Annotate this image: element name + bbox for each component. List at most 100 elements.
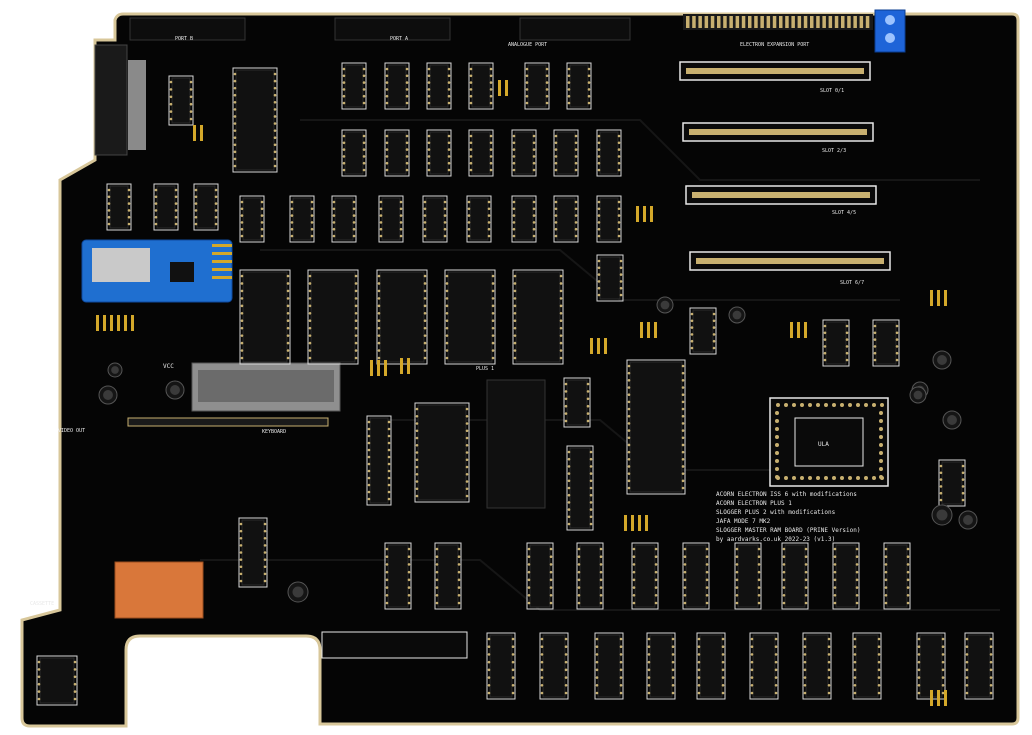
port-b-connector: PORT B — [129, 17, 246, 42]
ic-chip — [689, 307, 717, 355]
ic-chip — [781, 542, 809, 610]
keyboard-connector: KEYBOARD VCC — [127, 362, 341, 435]
ic-chip — [378, 195, 404, 243]
svg-text:SLOT 0/1: SLOT 0/1 — [820, 88, 844, 94]
ic-chip — [822, 319, 850, 367]
slot-4-5: SLOT 4/5 — [685, 185, 877, 216]
electrolytic-capacitor — [165, 380, 185, 400]
electrolytic-capacitor — [931, 504, 953, 526]
electrolytic-capacitor — [958, 510, 978, 530]
ic-chip — [682, 542, 710, 610]
power-terminal-block — [874, 9, 906, 53]
electrolytic-capacitor — [98, 385, 118, 405]
ic-chip — [596, 129, 622, 177]
ic-chip — [749, 632, 779, 700]
ic-chip — [426, 62, 452, 110]
ic-chip — [341, 129, 367, 177]
ic-chip — [883, 542, 911, 610]
ic-chip — [964, 632, 994, 700]
svg-text:PORT A: PORT A — [390, 36, 408, 42]
ic-chip — [486, 632, 516, 700]
ic-chip — [566, 62, 592, 110]
ic-chip — [566, 445, 594, 531]
svg-text:ACORN ELECTRON ISS 6 with modi: ACORN ELECTRON ISS 6 with modifications — [716, 491, 857, 498]
svg-text:ELECTRON EXPANSION PORT: ELECTRON EXPANSION PORT — [740, 42, 809, 48]
ic-chip — [238, 517, 268, 588]
ic-chip — [916, 632, 946, 700]
ic-chip — [341, 62, 367, 110]
svg-text:SLOGGER MASTER RAM BOARD (PRIN: SLOGGER MASTER RAM BOARD (PRINE Version) — [716, 527, 861, 534]
ic-chip — [696, 632, 726, 700]
ic-chip — [307, 269, 359, 365]
ic-chip — [444, 269, 496, 365]
svg-text:by aardvarks.co.uk 2022-23 (v1: by aardvarks.co.uk 2022-23 (v1.3) — [716, 536, 835, 543]
ic-chip — [511, 195, 537, 243]
video-out-label: VIDEO OUT — [58, 428, 85, 434]
credits-silkscreen: ACORN ELECTRON ISS 6 with modifications … — [716, 491, 861, 543]
ic-chip — [168, 75, 194, 126]
header-pins — [370, 360, 387, 376]
svg-text:SLOGGER PLUS 2 with modificati: SLOGGER PLUS 2 with modifications — [716, 509, 836, 516]
ic-chip — [512, 269, 564, 365]
electrolytic-capacitor — [728, 306, 746, 324]
slot-0-1: SLOT 0/1 — [679, 61, 871, 94]
ic-chip — [468, 129, 494, 177]
ic-chip — [802, 632, 832, 700]
ula-socket: ULA — [769, 397, 889, 487]
port-a-connector: PORT A — [334, 17, 451, 42]
ic-chip — [384, 62, 410, 110]
svg-text:ANALOGUE PORT: ANALOGUE PORT — [508, 42, 547, 48]
expansion-edge-connector: ELECTRON EXPANSION PORT — [683, 14, 873, 48]
ic-chip — [422, 195, 448, 243]
ic-chip — [596, 195, 622, 243]
ic-chip — [511, 129, 537, 177]
electrolytic-capacitor — [656, 296, 674, 314]
ic-chip — [106, 183, 132, 231]
ic-chip — [466, 195, 492, 243]
header-pins — [193, 125, 203, 141]
header-pins — [498, 80, 508, 96]
ic-chip — [376, 269, 428, 365]
capacitor-array — [98, 296, 978, 603]
slot-6-7: SLOT 6/7 — [689, 251, 891, 286]
svg-text:ULA: ULA — [818, 441, 829, 448]
ic-chip — [289, 195, 315, 243]
electrolytic-capacitor — [942, 410, 962, 430]
ic-chip — [563, 377, 591, 428]
header-pins — [96, 315, 134, 331]
header-pins — [400, 358, 410, 374]
plus1-label: PLUS 1 — [476, 366, 494, 372]
ic-chip — [938, 459, 966, 507]
ic-array — [36, 62, 994, 706]
ic-chip — [576, 542, 604, 610]
ic-chip — [36, 655, 78, 706]
sd-card-module — [81, 239, 233, 303]
ic-chip — [384, 542, 412, 610]
header-pins — [624, 515, 648, 531]
header-pins — [790, 322, 807, 338]
header-pins — [590, 338, 607, 354]
ic-chip — [526, 542, 554, 610]
ic-chip — [596, 254, 624, 302]
relay — [114, 561, 204, 619]
ic-chip — [734, 542, 762, 610]
svg-text:SLOT 2/3: SLOT 2/3 — [822, 148, 846, 154]
svg-text:KEYBOARD: KEYBOARD — [262, 429, 286, 435]
svg-text:PORT B: PORT B — [175, 36, 193, 42]
ic-chip — [852, 632, 882, 700]
ic-chip — [626, 359, 686, 495]
svg-text:SLOT 4/5: SLOT 4/5 — [832, 210, 856, 216]
header-pins — [636, 206, 653, 222]
slot-2-3: SLOT 2/3 — [682, 122, 874, 154]
header-pins — [930, 690, 947, 706]
ic-chip — [646, 632, 676, 700]
svg-text:ACORN ELECTRON PLUS 1: ACORN ELECTRON PLUS 1 — [716, 500, 792, 507]
ic-chip — [366, 415, 392, 506]
ic-chip — [553, 195, 579, 243]
ic-chip — [553, 129, 579, 177]
ic-chip — [239, 195, 265, 243]
ic-chip — [468, 62, 494, 110]
ic-chip — [193, 183, 219, 231]
header-pin-array — [96, 80, 947, 706]
